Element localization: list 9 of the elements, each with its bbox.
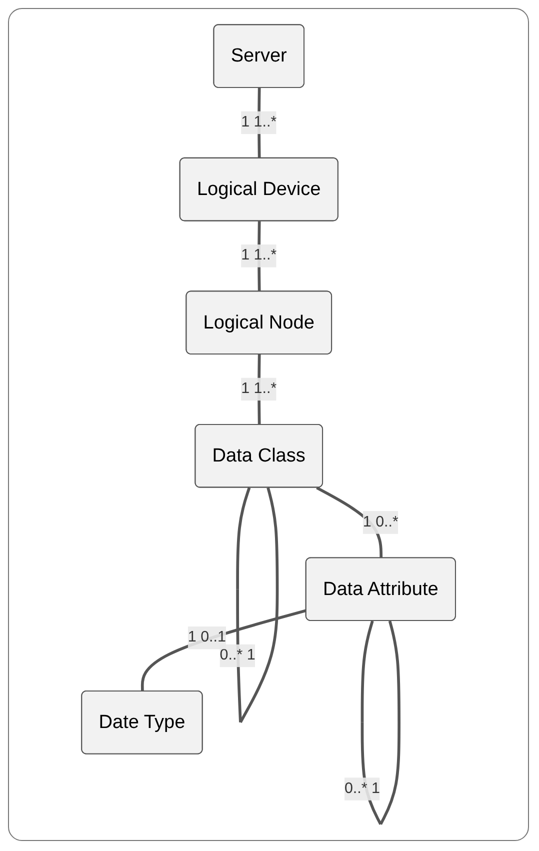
edge-label: 1 0..* <box>362 514 398 530</box>
edge-label: 1 0..1 <box>188 629 226 646</box>
edge-label: 1 1..* <box>241 247 277 264</box>
edge-label: 1 1..* <box>241 380 277 397</box>
edge-label: 0..* 1 <box>344 780 380 797</box>
diagram-frame: 1 1..* 1 1..* 1 1..* 0..* 1 1 0..* 0..* 1 1 0..1 Server Logical Device Logical Node Data Class Data Attribute Date Type <box>8 8 529 841</box>
edge-label: 0..* 1 <box>220 647 256 664</box>
edge-label: 1 1..* <box>241 114 277 130</box>
connector <box>140 609 307 692</box>
